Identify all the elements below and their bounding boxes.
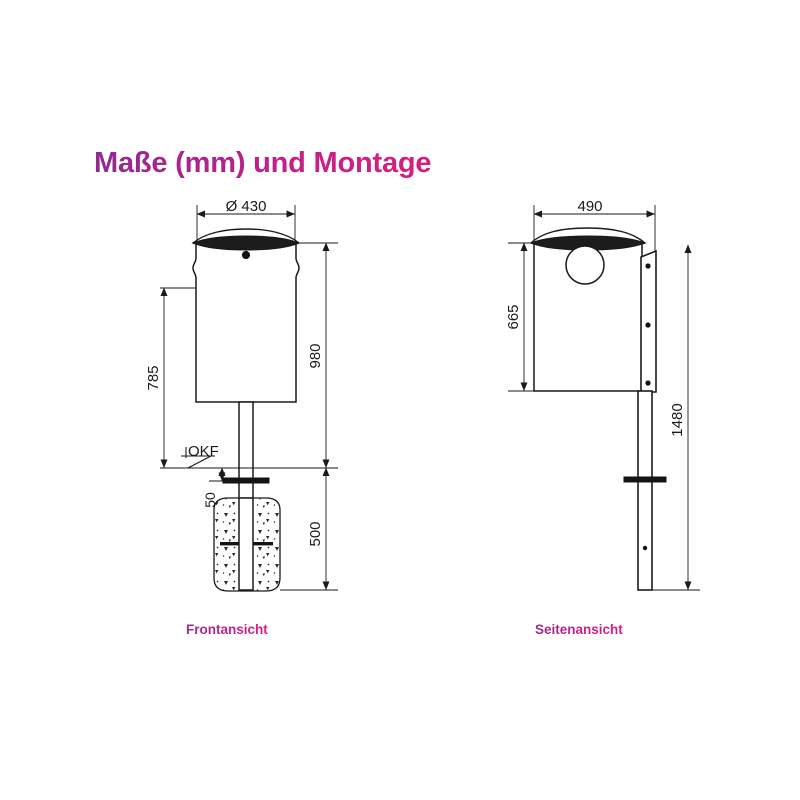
front-okf-label: OKF [188,443,219,460]
front-view-label: Frontansicht [186,622,268,637]
side-height-body-value: 665 [505,304,522,329]
front-anchor-bars [220,542,273,546]
front-height-total-value: 980 [307,343,324,368]
side-bracket-bolt-holes [645,263,651,386]
front-post-embedded [238,497,254,591]
side-665-dimension [508,242,534,392]
side-1480-dimension [652,244,700,591]
front-diameter-value: Ø 430 [226,198,267,215]
side-length-total-value: 1480 [669,403,686,436]
side-width-value: 490 [577,198,602,215]
front-view-group [160,205,338,592]
front-lock-knob-icon [241,250,251,260]
front-okf-symbol-icon [181,447,215,469]
side-view-label: Seitenansicht [535,622,623,637]
side-post-anchor-hole-icon [642,545,648,551]
front-body-outline [192,242,300,403]
side-ground-plate [623,476,667,483]
front-height-body-value: 785 [145,365,162,390]
side-lid [529,227,647,251]
side-view-group [508,205,700,591]
side-opening-icon [565,245,605,285]
page-title: Maße (mm) und Montage [94,147,432,179]
front-foundation-depth-value: 500 [307,521,324,546]
side-mounting-bracket [640,249,657,393]
front-ground-offset-value: 50 [202,492,218,508]
front-lid [191,228,301,251]
front-ground-plate [222,477,270,484]
front-785-dimension [160,287,196,469]
side-post [637,390,653,591]
front-50-dimension [209,467,239,482]
front-500-dimension [280,467,338,591]
